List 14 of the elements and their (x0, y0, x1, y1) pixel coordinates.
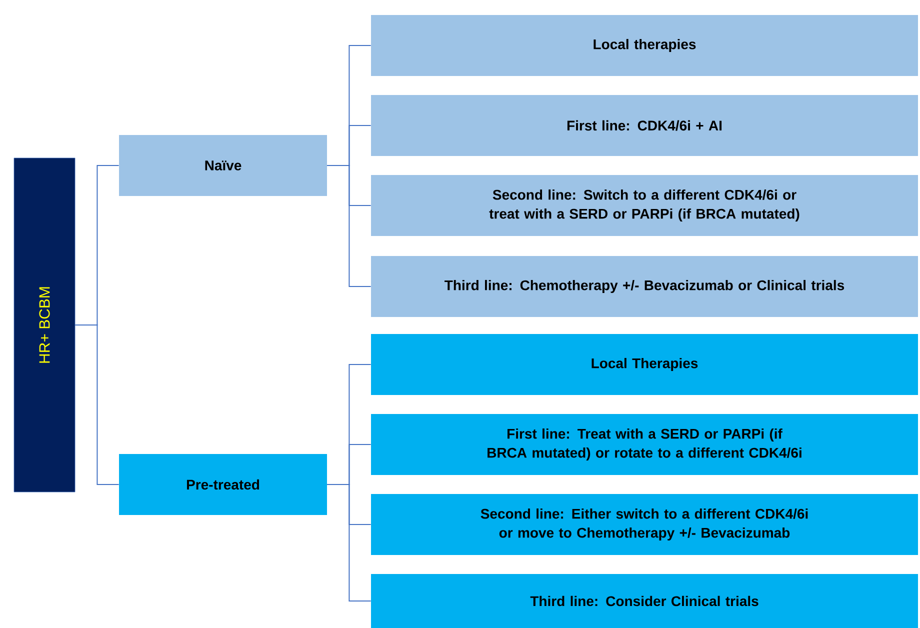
therapy-box: First line: CDK4/6i + AI (371, 95, 918, 156)
connector (74, 324, 120, 485)
connector (326, 484, 372, 602)
therapy-box: First line: Treat with a SERD or PARPi (if BRCA mutated) or rotate to a different CDK4/6i (371, 414, 918, 475)
therapy-box: Third line: Chemotherapy +/- Bevacizumab or Clinical trials (371, 256, 918, 317)
connector (326, 165, 372, 287)
category-bar: HR+ BCBM (14, 158, 76, 492)
group-box: Pre-treated (119, 454, 327, 515)
therapy-box: Local Therapies (371, 334, 918, 395)
therapy-box: Second line: Switch to a different CDK4/6i or treat with a SERD or PARPi (if BRCA mutated) (371, 175, 918, 236)
therapy-box: Third line: Consider Clinical trials (371, 574, 918, 628)
therapy-box: Second line: Either switch to a different CDK4/6i or move to Chemotherapy +/- Bevacizumab (371, 494, 918, 555)
group-box: Naïve (119, 135, 327, 196)
therapy-box: Local therapies (371, 15, 918, 76)
